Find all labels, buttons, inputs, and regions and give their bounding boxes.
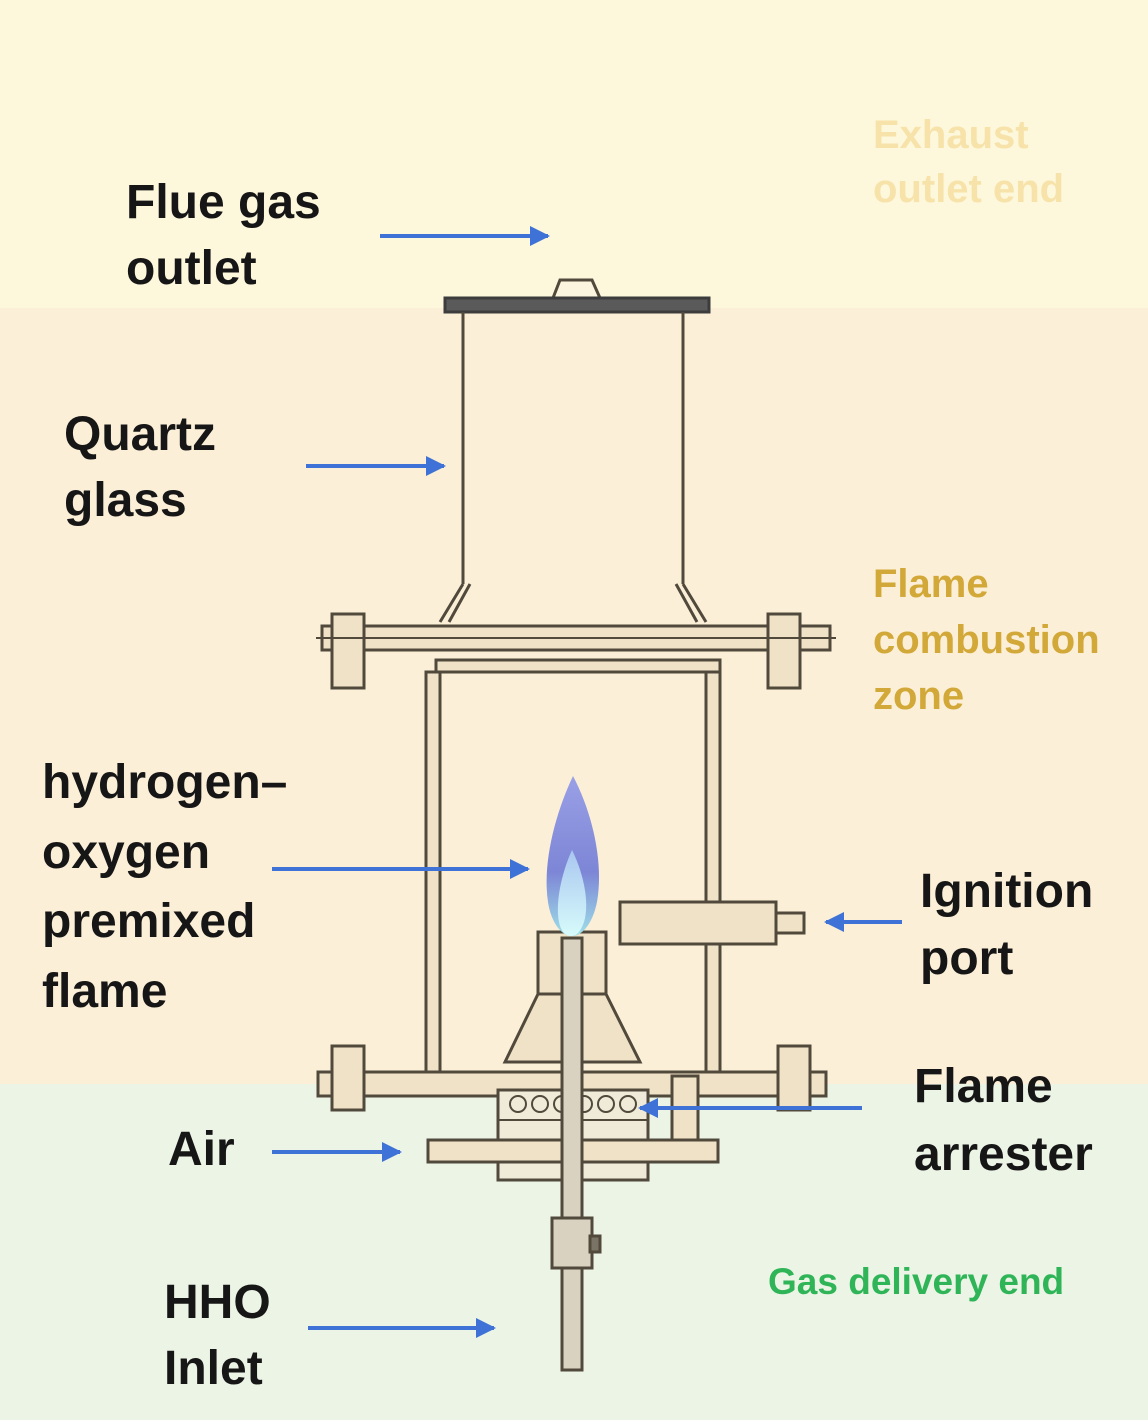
zone-label-gas-delivery: Gas delivery end xyxy=(768,1262,1064,1302)
label-ignition-port-line-2: port xyxy=(920,932,1014,986)
zone-label-exhaust: Exhaust outlet end xyxy=(873,108,1064,216)
zone-label-gas-delivery-line-1: Gas delivery end xyxy=(768,1261,1065,1302)
hho-tube xyxy=(560,936,584,1372)
zone-label-combustion-line-3: zone xyxy=(873,674,965,718)
label-premixed-flame: hydrogen– oxygen premixed flame xyxy=(42,748,287,1026)
zone-label-combustion-line-2: combustion xyxy=(873,618,1100,662)
zone-label-exhaust-line-1: Exhaust xyxy=(873,113,1029,157)
label-flue-gas-outlet-line-2: outlet xyxy=(126,242,257,296)
label-ignition-port-line-1: Ignition xyxy=(920,865,1094,918)
zone-label-combustion: Flame combustion zone xyxy=(873,556,1100,724)
hho-valve xyxy=(550,1216,594,1270)
zone-label-combustion-line-1: Flame xyxy=(873,562,989,606)
label-quartz-glass-line-2: glass xyxy=(64,474,187,528)
chamber-right-wall xyxy=(704,670,722,1074)
outlet-nozzle xyxy=(551,278,602,299)
label-flue-gas-outlet: Flue gas outlet xyxy=(126,170,321,302)
arrows xyxy=(272,226,902,1338)
label-air-line-1: Air xyxy=(168,1123,235,1176)
ignition-port-body xyxy=(618,900,778,946)
zone-exhaust-bg xyxy=(0,0,1148,308)
label-premixed-flame-line-4: flame xyxy=(42,964,168,1018)
ignition-port-tip xyxy=(774,911,806,935)
label-quartz-glass: Quartz glass xyxy=(64,402,216,534)
hho-valve-knob xyxy=(588,1234,602,1254)
top-cap-plate xyxy=(443,296,711,314)
label-hho-inlet-line-2: Inlet xyxy=(164,1342,263,1396)
label-flame-arrester: Flame arrester xyxy=(914,1053,1093,1189)
label-quartz-glass-line-1: Quartz xyxy=(64,408,217,461)
inner-plate xyxy=(434,658,722,674)
label-premixed-flame-line-2: oxygen xyxy=(42,825,211,879)
upper-flange-nut-left xyxy=(330,612,366,690)
label-flame-arrester-line-1: Flame xyxy=(914,1060,1053,1113)
label-air: Air xyxy=(168,1124,235,1176)
label-ignition-port: Ignition port xyxy=(920,858,1093,992)
label-premixed-flame-line-3: premixed xyxy=(42,895,256,949)
label-hho-inlet: HHO Inlet xyxy=(164,1270,271,1402)
chamber-left-wall xyxy=(424,670,442,1074)
zone-label-exhaust-line-2: outlet end xyxy=(873,167,1065,211)
label-flue-gas-outlet-line-1: Flue gas xyxy=(126,176,321,229)
upper-flange-nut-right xyxy=(766,612,802,690)
flame-inner-core xyxy=(557,850,587,936)
label-flame-arrester-line-2: arrester xyxy=(914,1128,1093,1182)
apparatus xyxy=(316,278,836,1372)
quartz-tube-right-flare xyxy=(674,583,708,623)
label-premixed-flame-line-1: hydrogen– xyxy=(42,756,288,809)
lower-flange-nut-left xyxy=(330,1044,366,1112)
lower-flange-nut-right xyxy=(776,1044,812,1112)
quartz-tube-left-flare xyxy=(438,583,472,623)
label-hho-inlet-line-1: HHO xyxy=(164,1276,271,1329)
